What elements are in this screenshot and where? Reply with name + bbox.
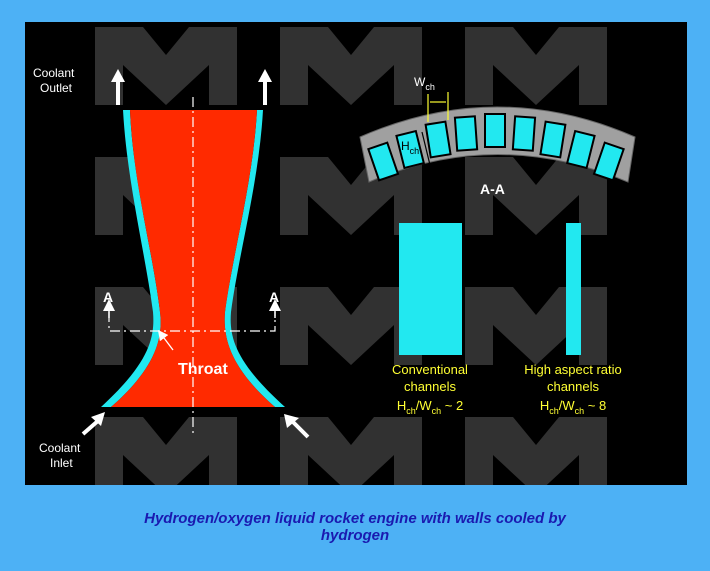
conventional-label-1: Conventional [392, 362, 468, 377]
diagram-panel: A A Throat Coolant Outlet Coolant Inlet [25, 22, 687, 485]
coolant-inlet-label-2: Inlet [50, 456, 73, 470]
section-marker-left: A [103, 289, 113, 305]
throat-pointer [157, 329, 174, 351]
width-dimension [427, 92, 449, 122]
coolant-outlet-arrows [111, 69, 272, 105]
coolant-outlet-label-1: Coolant [33, 66, 75, 80]
high-aspect-label-2: channels [547, 379, 600, 394]
watermark [95, 27, 607, 485]
conventional-ratio: Hch/Wch ~ 2 [397, 398, 463, 416]
throat-label: Throat [178, 361, 228, 378]
section-marker-right: A [269, 289, 279, 305]
diagram-svg: A A Throat Coolant Outlet Coolant Inlet [33, 27, 636, 485]
coolant-outlet-label-2: Outlet [40, 81, 73, 95]
height-dimension [421, 131, 431, 166]
conventional-label-2: channels [404, 379, 457, 394]
high-aspect-label-1: High aspect ratio [524, 362, 622, 377]
right-coolant-wall [224, 110, 285, 407]
coolant-inlet-label-1: Coolant [39, 441, 81, 455]
conventional-channel [399, 223, 462, 355]
coolant-inlet-arrows [81, 412, 310, 439]
height-label: Hch [401, 139, 419, 156]
high-aspect-ratio: Hch/Wch ~ 8 [540, 398, 606, 416]
section-title: A-A [480, 181, 505, 197]
section-line [108, 312, 276, 332]
cooling-channels [367, 113, 625, 182]
width-label: Wch [414, 75, 435, 92]
caption-line-2: hydrogen [320, 527, 390, 544]
high-aspect-channel [566, 223, 581, 355]
left-coolant-wall [101, 110, 161, 407]
caption-line-1: Hydrogen/oxygen liquid rocket engine wit… [144, 510, 566, 527]
figure-caption: Hydrogen/oxygen liquid rocket engine wit… [0, 510, 710, 544]
